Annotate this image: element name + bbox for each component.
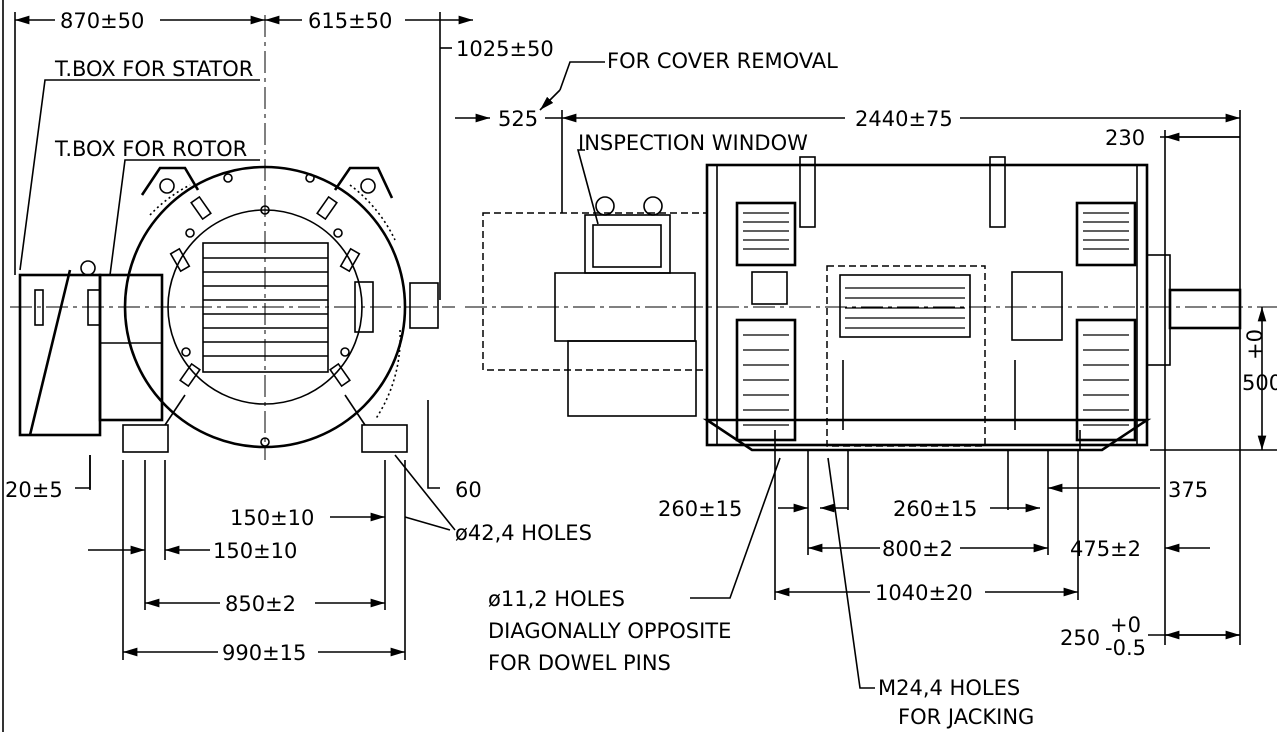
dim-250: 250 (1060, 626, 1100, 650)
shaft-end (409, 282, 439, 329)
central-louvre-slats (845, 287, 965, 329)
note-m24-line1: M24,4 HOLES (878, 676, 1020, 700)
dim-230: 230 (1105, 126, 1145, 150)
side-lug-left (799, 156, 816, 228)
stator-box-cover-edge (28, 269, 72, 436)
bearing-end (1146, 254, 1171, 366)
central-louvre-outline (826, 265, 986, 447)
lifting-lug-left (140, 166, 200, 196)
inspection-box (584, 214, 671, 274)
foot-right (361, 424, 408, 453)
grille-slats (743, 212, 1129, 426)
lifting-lug-right (333, 166, 394, 199)
note-holes-42: ø42,4 HOLES (455, 521, 592, 545)
dim-500: 500 (1242, 371, 1277, 395)
dim-525: 525 (498, 107, 538, 131)
dim-150-upper: 150±10 (230, 506, 314, 530)
cooling-fins-bottom-right (374, 329, 401, 421)
frame-bolts (181, 173, 350, 447)
slipring-lug-left (595, 196, 615, 216)
dim-60: 60 (455, 478, 482, 502)
foot-web-right (344, 394, 366, 426)
dim-2440: 2440±75 (855, 107, 953, 131)
note-m24-line2: FOR JACKING (898, 705, 1034, 729)
dim-870: 870±50 (60, 9, 144, 33)
end-view (10, 15, 455, 460)
side-view (465, 156, 1277, 452)
dim-250-tol-top: +0 (1110, 613, 1141, 637)
plate-left (751, 271, 788, 305)
side-lug-right (989, 156, 1006, 228)
labels: 870±50 615±50 1025±50 525 2440±75 230 50… (5, 9, 1277, 729)
louvre-slats (203, 257, 328, 357)
note-tbox-stator: T.BOX FOR STATOR (54, 57, 253, 81)
vent-grille-top-right (1075, 201, 1137, 267)
lug-hole-right (360, 178, 376, 194)
terminal-box-stator (18, 273, 102, 437)
slipring-lug-right (643, 196, 663, 216)
dim-1025: 1025±50 (456, 37, 554, 61)
central-louvre (839, 274, 971, 338)
lug-hole-left (159, 178, 175, 194)
slipring-lower-box (567, 340, 697, 417)
cooling-fins-top-right (349, 184, 396, 241)
dim-1040: 1040±20 (875, 581, 973, 605)
dim-250-tol-bottom: -0.5 (1105, 636, 1146, 660)
dim-260-left: 260±15 (658, 497, 742, 521)
vent-grille-bottom-left (735, 318, 797, 442)
inspection-window (592, 224, 662, 268)
note-holes-11-line1: ø11,2 HOLES (488, 587, 625, 611)
dim-20: 20±5 (5, 478, 63, 502)
note-inspection-window: INSPECTION WINDOW (578, 131, 808, 155)
foot-left (122, 424, 169, 453)
note-holes-11-line2: DIAGONALLY OPPOSITE (488, 619, 731, 643)
vent-grille-bottom-right (1075, 318, 1137, 442)
dim-850: 850±2 (225, 592, 296, 616)
note-holes-11-line3: FOR DOWEL PINS (488, 651, 671, 675)
dimension-lines (14, 12, 1277, 689)
dim-800: 800±2 (882, 537, 953, 561)
vent-grille-top-left (735, 201, 797, 267)
plate-right (1011, 271, 1063, 341)
dim-260-right: 260±15 (893, 497, 977, 521)
dim-375: 375 (1168, 478, 1208, 502)
bearing-housing (354, 281, 374, 333)
dim-615: 615±50 (308, 9, 392, 33)
dim-475: 475±2 (1070, 537, 1141, 561)
note-tbox-rotor: T.BOX FOR ROTOR (54, 137, 247, 161)
cooling-fins-top-left (149, 184, 191, 216)
cover-removal-envelope (482, 212, 708, 371)
end-shield (167, 209, 363, 405)
dim-150-lower: 150±10 (213, 539, 297, 563)
stator-box-slot (34, 289, 44, 326)
stator-frame (123, 165, 407, 449)
note-cover-removal: FOR COVER REMOVAL (607, 49, 838, 73)
dim-990: 990±15 (222, 641, 306, 665)
foot-web-left (164, 394, 186, 426)
rotor-box-lug (80, 260, 96, 276)
motor-body (705, 163, 1149, 447)
shield-clamps (169, 195, 361, 388)
dim-500-tolerance: +0 (1243, 329, 1267, 360)
base-frame (702, 418, 1152, 452)
louvre-panel (202, 242, 329, 373)
shaft (1168, 288, 1242, 330)
